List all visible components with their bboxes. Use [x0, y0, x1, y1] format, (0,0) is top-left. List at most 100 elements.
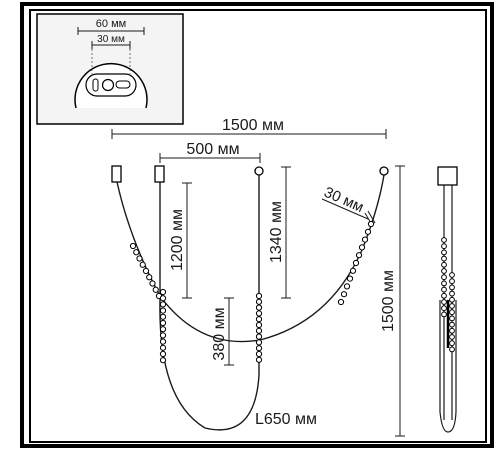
bead [441, 243, 447, 250]
bead [159, 307, 167, 314]
bead [349, 267, 357, 274]
dim-mount-spacing: 500 мм [159, 141, 261, 163]
bead [159, 295, 167, 302]
plate-screw-right [115, 80, 131, 89]
bead [159, 319, 167, 327]
bead [255, 316, 263, 323]
bead [159, 301, 167, 308]
bead [139, 261, 146, 268]
mount-spacing-label: 500 мм [186, 141, 239, 158]
bead [361, 236, 369, 243]
bead [441, 311, 447, 318]
bead [449, 290, 455, 297]
bead [255, 304, 263, 311]
mount-left [111, 165, 122, 183]
side-wire-loop [439, 300, 457, 433]
outer-frame [20, 2, 494, 448]
dim-bead-section: 30 мм [321, 184, 376, 226]
bead [159, 332, 167, 339]
drop-1200-label: 1200 мм [169, 209, 186, 271]
bead [255, 345, 263, 352]
bead [159, 326, 167, 333]
bead [255, 333, 263, 340]
bead [159, 344, 167, 351]
bead [352, 259, 360, 267]
bead [449, 346, 455, 353]
bead [441, 261, 447, 268]
bead [449, 327, 455, 334]
end-cap-center [254, 166, 264, 176]
loop-380-label: 380 мм [211, 307, 228, 360]
bead [441, 292, 447, 299]
bead-section-label: 30 мм [321, 184, 366, 216]
bead [255, 327, 263, 334]
bead [449, 340, 455, 347]
bead [255, 321, 263, 329]
bead [449, 278, 455, 285]
dim-drop-1200: 1200 мм [169, 182, 192, 299]
bead [441, 274, 447, 281]
bead [159, 338, 167, 345]
bead [441, 299, 447, 305]
mount-center [154, 165, 165, 183]
bead [449, 296, 455, 303]
inset-outer-width-label: 60 мм [96, 18, 126, 30]
bead [449, 284, 455, 291]
bead [441, 286, 447, 293]
end-cap-right [379, 166, 389, 176]
side-mount [437, 166, 458, 186]
bead [340, 291, 348, 298]
bead [441, 268, 447, 274]
bead [159, 288, 167, 296]
inset-panel: 60 мм 30 мм [36, 13, 184, 125]
bead [255, 310, 263, 317]
height-total-label: 1500 мм [380, 270, 397, 332]
bead-group [129, 220, 375, 364]
bead [441, 280, 447, 287]
side-bead-group [441, 237, 455, 353]
bead [449, 334, 455, 340]
bead [129, 242, 137, 250]
loop-length-label: L650 мм [255, 411, 317, 428]
bead [152, 286, 159, 293]
bead [367, 220, 375, 228]
dim-drop-1340: 1340 мм [268, 166, 291, 299]
bead [255, 292, 263, 300]
bead [355, 252, 363, 259]
bead [159, 350, 167, 358]
bead [133, 249, 140, 256]
dim-span-total: 1500 мм [111, 117, 387, 139]
bead [449, 303, 455, 309]
bead [255, 350, 263, 358]
bead [441, 305, 447, 312]
bead [159, 357, 167, 364]
bead [364, 228, 372, 235]
bead [346, 275, 354, 282]
bead [255, 356, 263, 363]
bead [449, 321, 455, 328]
bead [159, 313, 167, 320]
bead [142, 267, 150, 275]
bead [149, 280, 156, 287]
bead [441, 255, 447, 262]
bead [136, 255, 143, 262]
bead [449, 315, 455, 322]
bead [441, 249, 447, 256]
inset-inner-width-label: 30 мм [97, 34, 125, 45]
bead [358, 244, 366, 251]
plate-center-hole [101, 78, 115, 92]
bead [449, 272, 455, 278]
inner-frame [29, 9, 487, 443]
bead [146, 274, 153, 281]
side-view [437, 166, 458, 433]
dim-loop-380: 380 мм [211, 297, 234, 366]
plate-screw-left [92, 78, 99, 92]
drop-1340-label: 1340 мм [268, 201, 285, 263]
bead [441, 237, 447, 243]
bead [449, 309, 455, 316]
bead [337, 298, 345, 306]
bead [255, 298, 263, 305]
bead [255, 339, 263, 346]
dim-height-total: 1500 мм [380, 165, 405, 437]
